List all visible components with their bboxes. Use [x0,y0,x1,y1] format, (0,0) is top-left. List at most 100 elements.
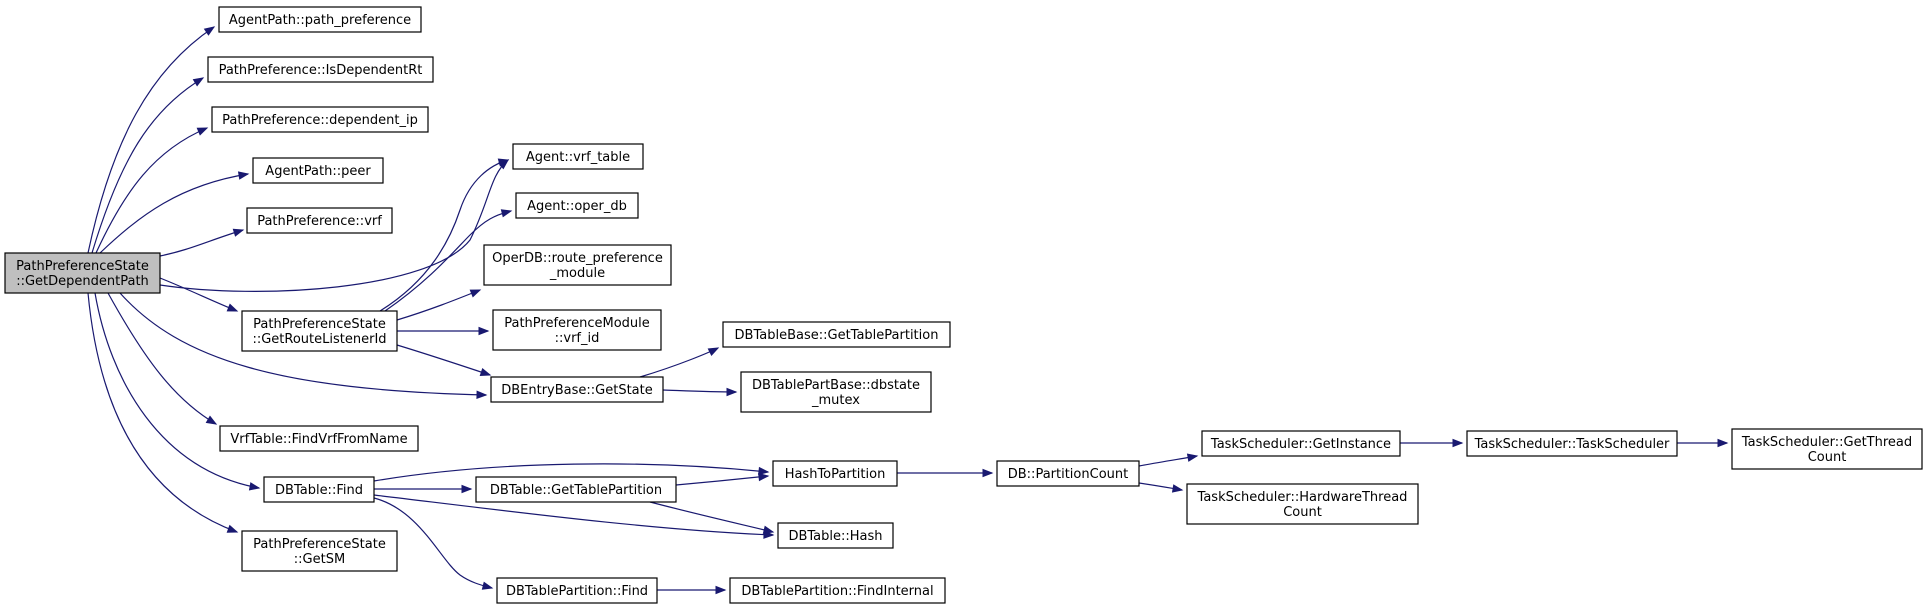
edge-line [159,277,238,312]
node-box [512,143,644,170]
node-label-line: _module [549,266,605,281]
edge-n6-to-n14 [396,344,492,377]
arrowhead [232,228,245,237]
arrowhead [476,390,488,399]
node-pathpreferencestate-getroutelistenerid[interactable]: PathPreferenceState::GetRouteListenerId [241,310,398,352]
node-dbtablepartbase-dbstate-mutex[interactable]: DBTablePartBase::dbstate_mutex [740,371,932,413]
edge-root-to-n7 [107,292,218,425]
arrowhead [762,525,775,534]
node-box [1186,483,1419,525]
node-label-line: PathPreferenceState [16,259,149,274]
node-box [515,192,639,219]
node-pathpreference-vrf[interactable]: PathPreference::vrf [246,207,393,234]
edge-line [87,292,238,533]
node-agent-oper-db[interactable]: Agent::oper_db [515,192,639,219]
node-dbtablepartition-findinternal[interactable]: DBTablePartition::FindInternal [729,577,946,604]
edge-line [649,501,774,533]
edge-line [87,26,215,254]
node-label-line: PathPreference::vrf [257,214,382,229]
node-box [772,460,898,487]
node-label-line: DBTablePartition::Find [506,584,648,599]
edge-line [662,389,737,393]
node-label-line: DBTablePartition::FindInternal [741,584,933,599]
arrowhead [726,387,738,397]
node-box [219,425,419,452]
node-dbtable-gettablepartition[interactable]: DBTable::GetTablePartition [475,476,677,503]
node-box [241,530,398,572]
node-label-line: HashToPartition [785,467,886,482]
node-dbtablepartition-find[interactable]: DBTablePartition::Find [496,577,658,604]
node-box [777,522,894,549]
edge-n6-to-n10 [379,158,510,312]
node-box [492,309,662,351]
node-agentpath-path-preference[interactable]: AgentPath::path_preference [218,6,422,33]
edge-root-to-n5 [159,228,245,257]
node-db-partitioncount[interactable]: DB::PartitionCount [996,460,1140,487]
edge-root-to-n1 [87,26,216,254]
node-taskscheduler-taskscheduler[interactable]: TaskScheduler::TaskScheduler [1466,430,1678,457]
node-label-line: AgentPath::path_preference [229,13,411,28]
node-box [4,252,161,294]
node-agent-vrf-table[interactable]: Agent::vrf_table [512,143,644,170]
arrowhead [758,472,770,482]
arrowhead [715,585,727,595]
node-pathpreferencestate-getsm[interactable]: PathPreferenceState::GetSM [241,530,398,572]
edge-line [99,173,249,254]
edge-line [159,159,509,292]
node-box [246,207,393,234]
arrowhead [226,303,239,312]
node-label-line: DBTableBase::GetTablePartition [735,328,939,343]
arrowhead [205,415,218,425]
node-dbentrybase-getstate[interactable]: DBEntryBase::GetState [490,376,664,403]
node-label-line: Agent::oper_db [527,199,627,214]
node-box [729,577,946,604]
arrowhead [497,158,510,167]
node-box [996,460,1140,487]
node-box [263,476,375,503]
node-hashtopartition[interactable]: HashToPartition [772,460,898,487]
edge-n22-to-n24 [1138,482,1184,493]
node-dbtable-find[interactable]: DBTable::Find [263,476,375,503]
node-pathpreference-dependent-ip[interactable]: PathPreference::dependent_ip [211,106,429,133]
node-box [207,56,434,83]
edge-line [373,494,774,536]
edge-line [107,292,217,425]
node-label-line: DB::PartitionCount [1008,467,1128,482]
node-box [483,244,672,286]
edge-n6-to-n11 [384,209,513,312]
node-box [496,577,658,604]
arrowhead [982,468,994,478]
node-dbtable-hash[interactable]: DBTable::Hash [777,522,894,549]
node-taskscheduler-getinstance[interactable]: TaskScheduler::GetInstance [1201,430,1401,457]
arrowhead [707,347,720,357]
node-operdb-route-preference-module[interactable]: OperDB::route_preference_module [483,244,672,286]
node-dbtablebase-gettablepartition[interactable]: DBTableBase::GetTablePartition [722,321,951,348]
node-label-line: PathPreference::IsDependentRt [219,63,423,78]
edge-n8-to-n17 [373,463,770,482]
node-label-line: PathPreferenceModule [504,316,650,331]
edge-root-to-n3 [95,127,209,254]
edge-n6-to-n13 [397,326,490,336]
arrowhead [1452,438,1464,448]
node-agentpath-peer[interactable]: AgentPath::peer [252,157,384,184]
node-vrftable-findvrffromname[interactable]: VrfTable::FindVrfFromName [219,425,419,452]
node-pathpreference-isdependentrt[interactable]: PathPreference::IsDependentRt [207,56,434,83]
node-pathpreferencestate-getdependentpath[interactable]: PathPreferenceState::GetDependentPath [4,252,161,294]
arrowhead [192,77,205,87]
edge-root-to-n14 [119,292,488,399]
node-label-line: ::GetDependentPath [16,274,149,289]
node-label-line: PathPreferenceState [253,537,386,552]
edge-line [384,210,512,312]
arrowhead [1186,453,1199,462]
edge-line [675,475,769,486]
arrowhead [478,326,490,336]
edges-layer [87,26,1729,595]
edge-line [639,347,719,378]
edge-line [373,463,769,482]
node-label-line: VrfTable::FindVrfFromName [230,432,407,447]
node-pathpreferencemodule-vrf-id[interactable]: PathPreferenceModule::vrf_id [492,309,662,351]
node-box [1731,428,1923,470]
